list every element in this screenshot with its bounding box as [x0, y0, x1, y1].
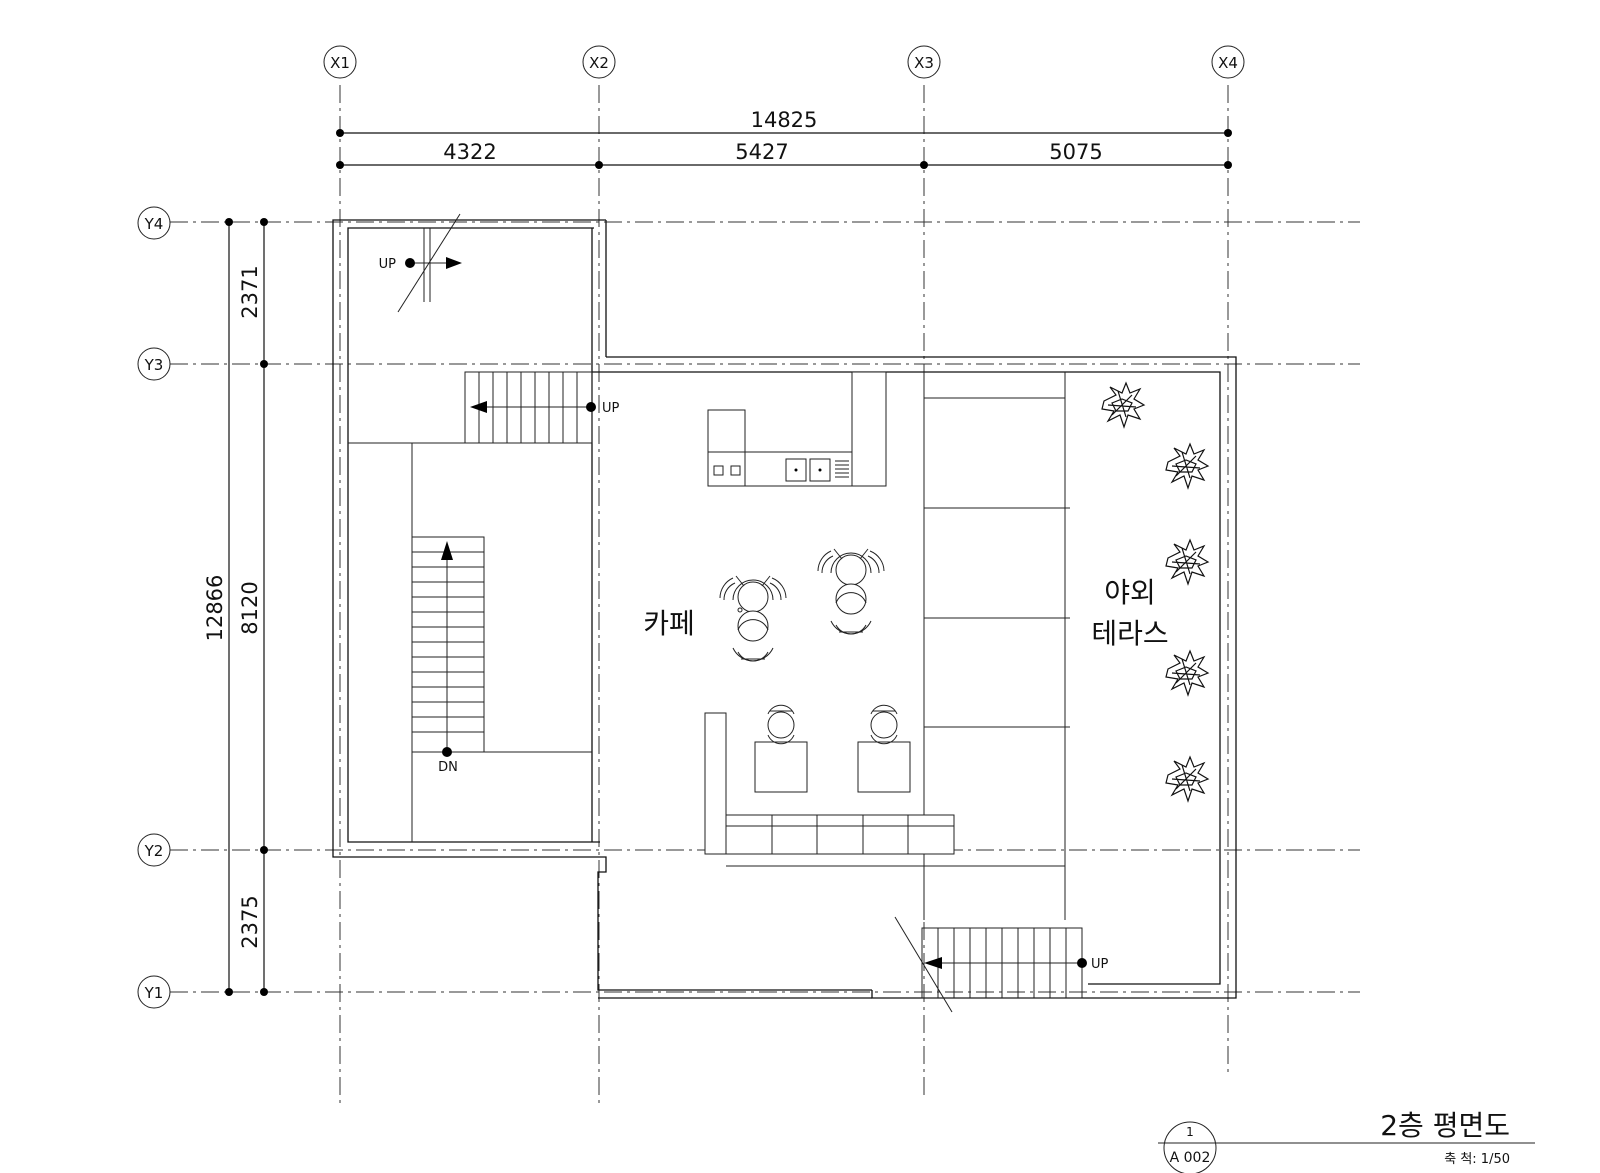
room-label-terrace: 테라스: [1091, 617, 1168, 650]
dim-span-x2: 5427: [735, 140, 788, 164]
building-walls: [332, 219, 1237, 999]
grid-label: Y3: [144, 356, 164, 374]
grid-bubble-x4: X4: [1211, 45, 1245, 79]
grid-bubble-x1: X1: [323, 45, 357, 79]
grid-label: Y2: [144, 842, 164, 860]
stair-label-dn: DN: [438, 760, 458, 775]
grid-label: X2: [589, 54, 609, 72]
tree-icon: [1165, 442, 1210, 490]
title-block: 1 A 002 2층 평면도 축 척: 1/50: [1158, 1109, 1535, 1173]
dimension-horizontal: 14825 4322 5427 5075: [336, 108, 1232, 169]
dim-span-y1: 2371: [238, 265, 262, 318]
drawing-scale: 축 척: 1/50: [1444, 1152, 1510, 1167]
sheet-number: A 002: [1170, 1150, 1211, 1166]
grid-bubble-x3: X3: [907, 45, 941, 79]
dim-span-x1: 4322: [443, 140, 496, 164]
stair-label-up: UP: [379, 257, 397, 272]
grid-bubble-y4: Y4: [137, 206, 171, 240]
stair-upper-run: UP: [464, 371, 620, 444]
room-label-terrace: 야외: [1104, 576, 1156, 609]
grid-bubble-y1: Y1: [137, 975, 171, 1009]
dim-span-x3: 5075: [1049, 140, 1102, 164]
grid-label: X4: [1218, 54, 1238, 72]
grid-label: Y1: [144, 984, 164, 1002]
kitchen-counter: [707, 371, 887, 487]
drawing-number: 1: [1186, 1125, 1194, 1139]
grid-bubble-y3: Y3: [137, 347, 171, 381]
round-table-left: [719, 575, 787, 662]
stair-bottom-run: UP: [894, 916, 1109, 1013]
tree-icon: [1165, 538, 1210, 586]
room-label-cafe: 카페: [643, 607, 695, 640]
round-table-right: [817, 548, 885, 635]
tree-icon: [1165, 755, 1210, 803]
tree-icon: [1101, 381, 1146, 429]
tree-icon: [1165, 649, 1210, 697]
stair-top-left: UP: [379, 213, 462, 313]
dim-overall-height: 12866: [203, 575, 227, 642]
grid-bubble-x2: X2: [582, 45, 616, 79]
stair-label-up: UP: [602, 401, 620, 416]
dim-overall-width: 14825: [751, 108, 818, 132]
grid-bubble-y2: Y2: [137, 833, 171, 867]
grid-label: X1: [330, 54, 350, 72]
square-table-right: [857, 704, 911, 793]
dim-span-y2: 8120: [238, 581, 262, 634]
drawing-title: 2층 평면도: [1380, 1109, 1510, 1142]
bench-seating: [704, 712, 955, 855]
square-table-left: [754, 704, 808, 793]
stair-vertical-run: DN: [411, 536, 485, 775]
dimension-vertical: 12866 2371 8120 2375: [203, 218, 268, 996]
grid-label: X3: [914, 54, 934, 72]
grid-label: Y4: [144, 215, 164, 233]
dim-span-y3: 2375: [238, 895, 262, 948]
stair-label-up: UP: [1091, 957, 1109, 972]
